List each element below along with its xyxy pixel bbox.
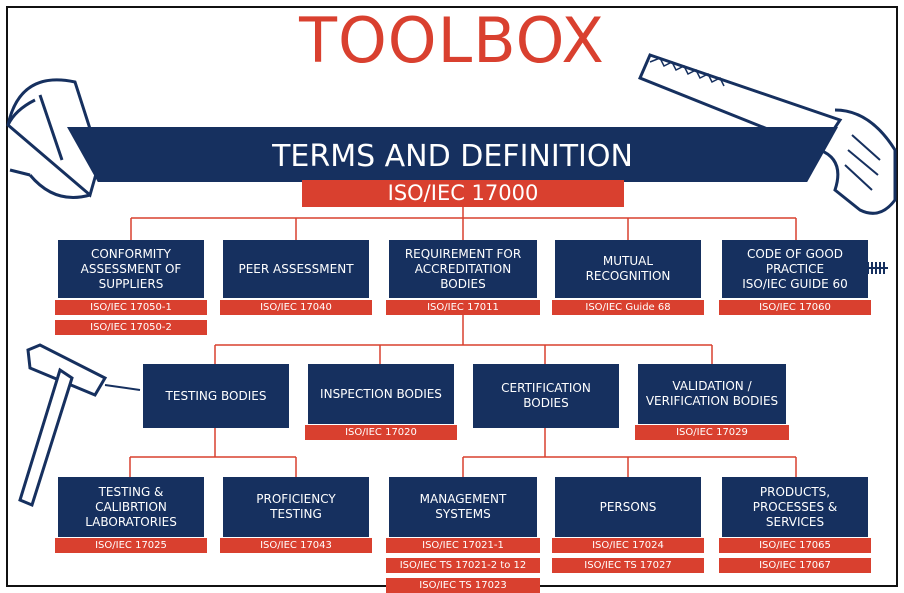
box-peer-assessment: PEER ASSESSMENT bbox=[223, 240, 369, 298]
hammer-icon bbox=[18, 343, 141, 508]
box-proficiency-testing: PROFICIENCY TESTING bbox=[223, 477, 369, 537]
box-code-of-good-practice: CODE OF GOOD PRACTICE ISO/IEC GUIDE 60 bbox=[722, 240, 868, 298]
tag-17043: ISO/IEC 17043 bbox=[220, 538, 372, 553]
box-products-processes-services: PRODUCTS, PROCESSES & SERVICES bbox=[722, 477, 868, 537]
tag-17020: ISO/IEC 17020 bbox=[305, 425, 457, 440]
box-persons: PERSONS bbox=[555, 477, 701, 537]
box-management-systems: MANAGEMENT SYSTEMS bbox=[389, 477, 537, 537]
banner-title: TERMS AND DEFINITION bbox=[272, 139, 633, 174]
tag-17040: ISO/IEC 17040 bbox=[220, 300, 372, 315]
tag-17021-1: ISO/IEC 17021-1 bbox=[386, 538, 540, 553]
tag-17065: ISO/IEC 17065 bbox=[719, 538, 871, 553]
tag-17011: ISO/IEC 17011 bbox=[386, 300, 540, 315]
hard-hat-icon bbox=[6, 78, 102, 199]
box-mutual-recognition: MUTUAL RECOGNITION bbox=[555, 240, 701, 298]
tag-17024: ISO/IEC 17024 bbox=[552, 538, 704, 553]
tag-guide-68: ISO/IEC Guide 68 bbox=[552, 300, 704, 315]
box-accreditation-bodies: REQUIREMENT FOR ACCREDITATION BODIES bbox=[389, 240, 537, 298]
box-testing-bodies: TESTING BODIES bbox=[143, 364, 289, 428]
box-inspection-bodies: INSPECTION BODIES bbox=[308, 364, 454, 424]
tag-17023: ISO/IEC TS 17023 bbox=[386, 578, 540, 593]
box-validation-verification: VALIDATION / VERIFICATION BODIES bbox=[638, 364, 786, 424]
box-certification-bodies: CERTIFICATION BODIES bbox=[473, 364, 619, 428]
tag-17060: ISO/IEC 17060 bbox=[719, 300, 871, 315]
tag-17067: ISO/IEC 17067 bbox=[719, 558, 871, 573]
box-testing-calibration-labs: TESTING & CALIBRTION LABORATORIES bbox=[58, 477, 204, 537]
tag-17050-1: ISO/IEC 17050-1 bbox=[55, 300, 207, 315]
tag-ts-17027: ISO/IEC TS 17027 bbox=[552, 558, 704, 573]
main-standard-tag: ISO/IEC 17000 bbox=[302, 180, 624, 207]
page-title: TOOLBOX bbox=[299, 4, 605, 77]
banner-background bbox=[67, 127, 838, 182]
box-conformity-assessment: CONFORMITY ASSESSMENT OF SUPPLIERS bbox=[58, 240, 204, 298]
screw-icon bbox=[866, 262, 888, 274]
tag-17050-2: ISO/IEC 17050-2 bbox=[55, 320, 207, 335]
tag-17029: ISO/IEC 17029 bbox=[635, 425, 789, 440]
tag-17021-2-to-12: ISO/IEC TS 17021-2 to 12 bbox=[386, 558, 540, 573]
tag-17025: ISO/IEC 17025 bbox=[55, 538, 207, 553]
